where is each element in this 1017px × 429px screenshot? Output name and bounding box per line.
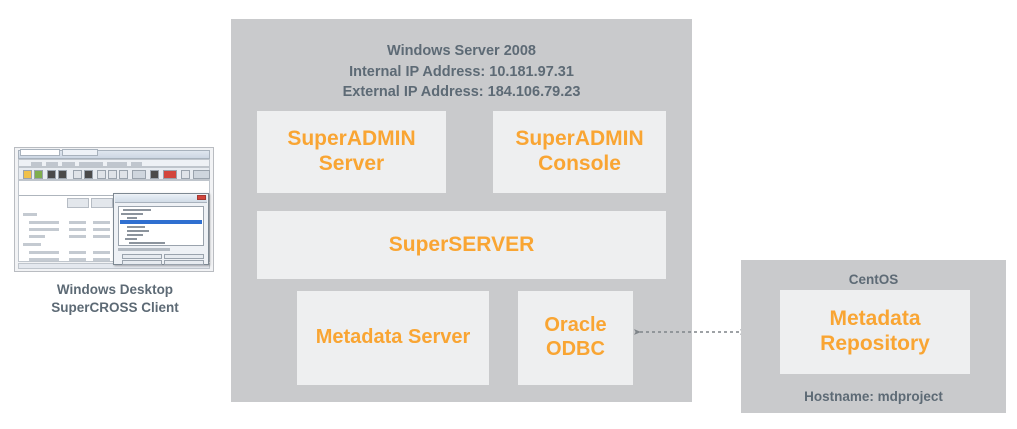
toolbar-icon-filter [119, 170, 128, 179]
windows-server-panel: Windows Server 2008 Internal IP Address:… [231, 19, 692, 402]
windows-server-title: Windows Server 2008 Internal IP Address:… [342, 43, 581, 101]
component-metadata-repository[interactable]: Metadata Repository [780, 290, 970, 374]
toolbar-icon-chart [108, 170, 117, 179]
dialog-titlebar [115, 195, 207, 203]
client-caption: Windows Desktop SuperCROSS Client [51, 282, 179, 316]
supercross-client-screenshot-thumbnail [14, 147, 214, 272]
dialog-checkbox-row[interactable] [118, 248, 170, 251]
toolbar-icon-redo [84, 170, 93, 179]
close-icon[interactable] [197, 195, 206, 200]
app-tab-second [62, 149, 98, 156]
component-superserver[interactable]: SuperSERVER [257, 211, 666, 279]
dialog-button-4[interactable] [164, 260, 204, 265]
toolbar-icon-recode [150, 170, 159, 179]
centos-panel: CentOS Metadata Repository Hostname: mdp… [741, 260, 1006, 413]
dialog-button-2[interactable] [164, 254, 204, 259]
app-toolbar [18, 167, 210, 180]
component-superadmin-server[interactable]: SuperADMIN Server [257, 111, 446, 193]
toolbar-icon-summary [132, 170, 146, 179]
connector-oracle-odbc-to-metadata-repository [634, 329, 747, 335]
app-titlebar [18, 150, 210, 159]
component-oracle-odbc[interactable]: Oracle ODBC [518, 291, 633, 385]
toolbar-icon-percent [193, 170, 210, 179]
toolbar-icon-zoom [181, 170, 190, 179]
toolbar-icon-table [97, 170, 106, 179]
dialog-tree-list[interactable] [118, 206, 204, 246]
toolbar-icon-print [47, 170, 56, 179]
dialog-button-1[interactable] [122, 254, 162, 259]
client-group: Windows Desktop SuperCROSS Client [14, 147, 216, 317]
component-superadmin-console[interactable]: SuperADMIN Console [493, 111, 666, 193]
app-tab-active [20, 149, 60, 156]
app-menubar [18, 159, 210, 167]
centos-hostname: Hostname: mdproject [804, 389, 943, 404]
dialog-button-3[interactable] [122, 260, 162, 265]
field-selection-dialog [113, 193, 209, 265]
component-metadata-server[interactable]: Metadata Server [297, 291, 489, 385]
toolbar-icon-undo [73, 170, 82, 179]
centos-title: CentOS [848, 272, 899, 287]
toolbar-icon-open [23, 170, 32, 179]
toolbar-icon-save [34, 170, 43, 179]
toolbar-icon-copy [58, 170, 67, 179]
toolbar-icon-delete [163, 170, 177, 179]
